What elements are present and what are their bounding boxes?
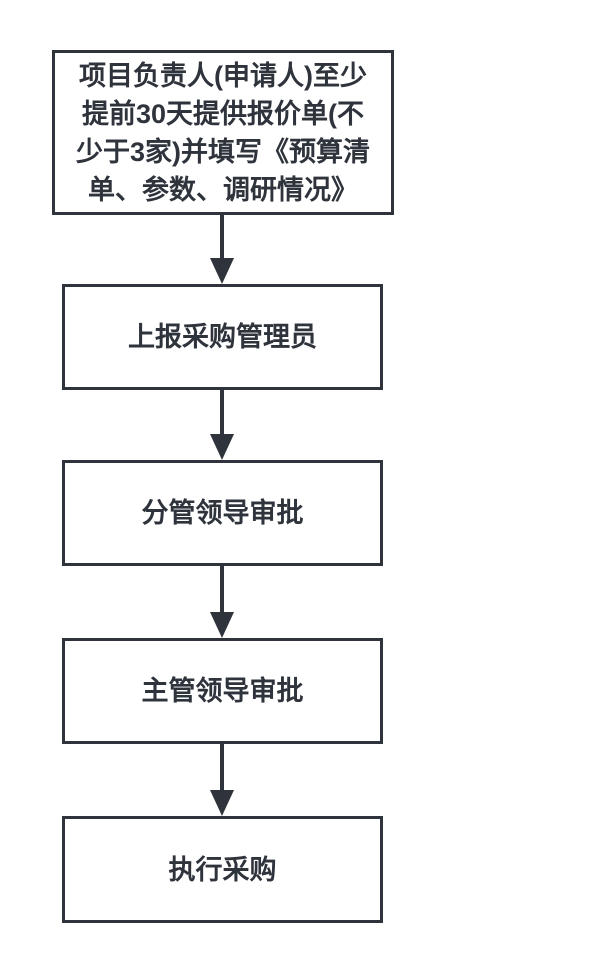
flow-node-execute-procurement: 执行采购: [62, 816, 383, 923]
flow-node-chief-leader-approval: 主管领导审批: [62, 638, 383, 744]
arrow-down-icon-4: [210, 790, 234, 816]
arrow-line-2: [220, 390, 224, 435]
arrow-line-3: [220, 566, 224, 613]
arrow-down-icon-1: [210, 258, 234, 284]
flow-node-prepare-quotation: 项目负责人(申请人)至少 提前30天提供报价单(不 少于3家)并填写《预算清 单…: [52, 50, 394, 215]
flow-node-branch-leader-approval: 分管领导审批: [62, 460, 383, 566]
arrow-down-icon-3: [210, 612, 234, 638]
arrow-down-icon-2: [210, 434, 234, 460]
arrow-line-4: [220, 744, 224, 791]
arrow-line-1: [220, 215, 224, 259]
flow-node-report-procurement-admin: 上报采购管理员: [62, 284, 383, 390]
